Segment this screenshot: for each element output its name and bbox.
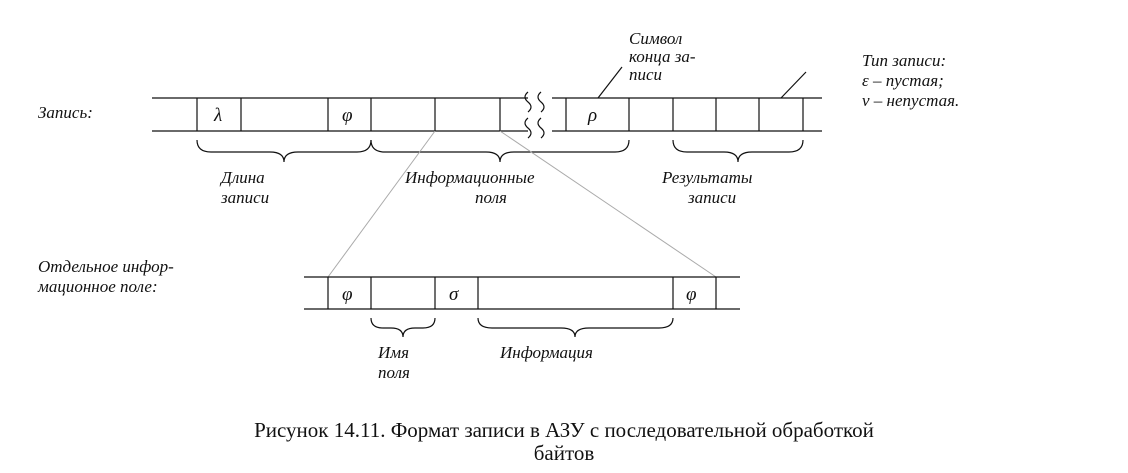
- zoom-line-right: [499, 130, 717, 278]
- field-label: Отдельное инфор-: [38, 257, 174, 276]
- svg-text:писи: писи: [629, 65, 662, 84]
- phi-symbol-record: φ: [342, 105, 353, 126]
- sigma-symbol: σ: [449, 284, 459, 305]
- record-type-pointer: [780, 71, 807, 99]
- svg-text:конца за-: конца за-: [629, 47, 696, 66]
- figure-caption: Рисунок 14.11. Формат записи в АЗУ с пос…: [254, 418, 874, 442]
- svg-text:ε – пустая;: ε – пустая;: [862, 71, 944, 90]
- lambda-symbol: λ: [213, 105, 222, 126]
- zoom-line-left: [327, 130, 436, 278]
- record-type-note: Тип записи: ε – пустая; ν – непустая.: [780, 51, 959, 110]
- svg-text:Тип записи:: Тип записи:: [862, 51, 946, 70]
- svg-text:ν – непустая.: ν – непустая.: [862, 91, 959, 110]
- svg-text:записи: записи: [687, 188, 736, 207]
- svg-text:поля: поля: [378, 363, 410, 382]
- rho-symbol: ρ: [587, 105, 597, 126]
- break-mark: [524, 91, 545, 139]
- record-label: Запись:: [38, 103, 93, 122]
- info-brace: [477, 317, 674, 338]
- phi-symbol-field-end: φ: [686, 284, 697, 305]
- results-label: Результаты: [661, 168, 752, 187]
- record-strip: [152, 97, 822, 132]
- figure-caption-line2: байтов: [534, 441, 595, 465]
- end-symbol-note: Символ конца за- писи: [597, 29, 696, 99]
- phi-symbol-field-start: φ: [342, 284, 353, 305]
- name-brace: [370, 317, 436, 338]
- svg-text:мационное поле:: мационное поле:: [37, 277, 158, 296]
- name-label: Имя: [377, 343, 409, 362]
- info-label: Информация: [499, 343, 593, 362]
- field-strip: [304, 276, 740, 310]
- end-symbol-pointer: [597, 66, 623, 99]
- results-brace: [672, 139, 804, 163]
- svg-text:записи: записи: [220, 188, 269, 207]
- svg-text:Символ: Символ: [629, 29, 682, 48]
- info-fields-label: Информационные: [404, 168, 535, 187]
- length-brace: [196, 139, 372, 163]
- svg-text:поля: поля: [475, 188, 507, 207]
- length-label: Длина: [219, 168, 265, 187]
- info-fields-brace: [370, 139, 630, 163]
